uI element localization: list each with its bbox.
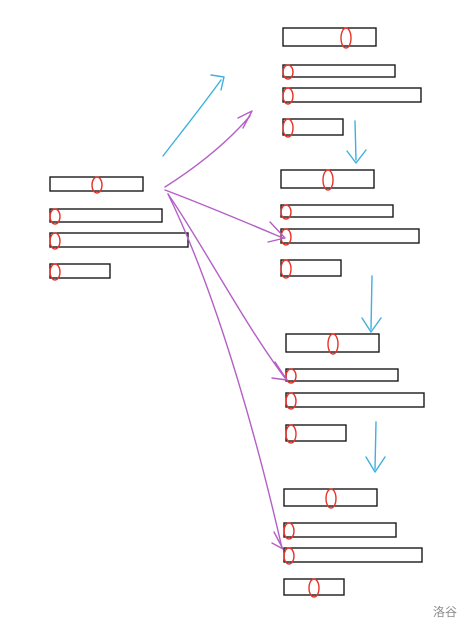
bar-group-state-4: [283, 488, 423, 598]
bar-group-state-2: [280, 169, 420, 279]
marker-1: [325, 488, 337, 509]
arrow-head: [365, 456, 386, 473]
arrow-head: [210, 74, 225, 91]
bar-group-source: [49, 176, 189, 281]
bar-1: [49, 176, 144, 192]
marker-2: [283, 522, 295, 540]
marker-2: [282, 64, 294, 80]
marker-3: [283, 547, 295, 565]
arrow-head: [267, 221, 286, 243]
arrow-flow-source-to-state-1: [162, 74, 225, 157]
marker-1: [322, 169, 334, 191]
bar-2: [280, 204, 394, 218]
arrow-flow-state-1-to-state-2: [346, 120, 367, 164]
bar-1: [280, 169, 375, 189]
bar-4: [283, 578, 345, 596]
bar-1: [285, 333, 380, 353]
watermark-text: 洛谷: [432, 605, 457, 619]
marker-1: [340, 27, 352, 49]
arrow-shaft: [370, 275, 373, 330]
arrow-link-source-to-state-4: [167, 193, 284, 550]
bar-3: [282, 87, 422, 103]
marker-1: [91, 176, 103, 194]
arrow-link-source-to-state-1: [164, 110, 253, 188]
arrow-shaft: [164, 115, 251, 188]
marker-2: [285, 368, 297, 384]
marker-4: [285, 424, 297, 444]
arrow-shaft: [354, 120, 357, 161]
marker-2: [280, 204, 292, 220]
arrow-link-source-to-state-3: [167, 193, 288, 381]
marker-2: [49, 208, 61, 225]
bar-2: [285, 368, 399, 382]
arrow-head: [361, 317, 382, 333]
arrow-shaft: [164, 189, 284, 239]
arrow-head: [237, 110, 253, 129]
arrow-head: [271, 531, 284, 550]
bar-3: [283, 547, 423, 563]
arrow-shaft: [162, 79, 222, 157]
marker-1: [327, 333, 339, 355]
arrow-flow-state-3-to-state-4: [365, 421, 386, 473]
marker-3: [49, 232, 61, 250]
bar-1: [283, 488, 378, 507]
arrows: [162, 74, 386, 550]
arrow-head: [271, 361, 288, 381]
arrow-shaft: [374, 421, 377, 470]
bar-1: [282, 27, 377, 47]
marker-3: [282, 87, 294, 105]
marker-3: [285, 392, 297, 410]
bar-group-state-1: [282, 27, 422, 138]
arrow-shaft: [167, 193, 286, 379]
marker-4: [280, 259, 292, 279]
marker-4: [282, 118, 294, 138]
arrow-flow-state-2-to-state-3: [361, 275, 382, 333]
bar-3: [280, 228, 420, 244]
bar-2: [283, 522, 397, 538]
arrow-shaft: [167, 193, 283, 549]
bar-group-state-3: [285, 333, 425, 444]
bar-3: [285, 392, 425, 408]
bar-groups: [49, 27, 425, 598]
bar-2: [282, 64, 396, 78]
bar-2: [49, 208, 163, 223]
marker-4: [49, 263, 61, 281]
bar-3: [49, 232, 189, 248]
marker-4: [308, 578, 320, 598]
arrow-head: [346, 149, 367, 164]
arrow-link-source-to-state-2: [164, 189, 286, 243]
